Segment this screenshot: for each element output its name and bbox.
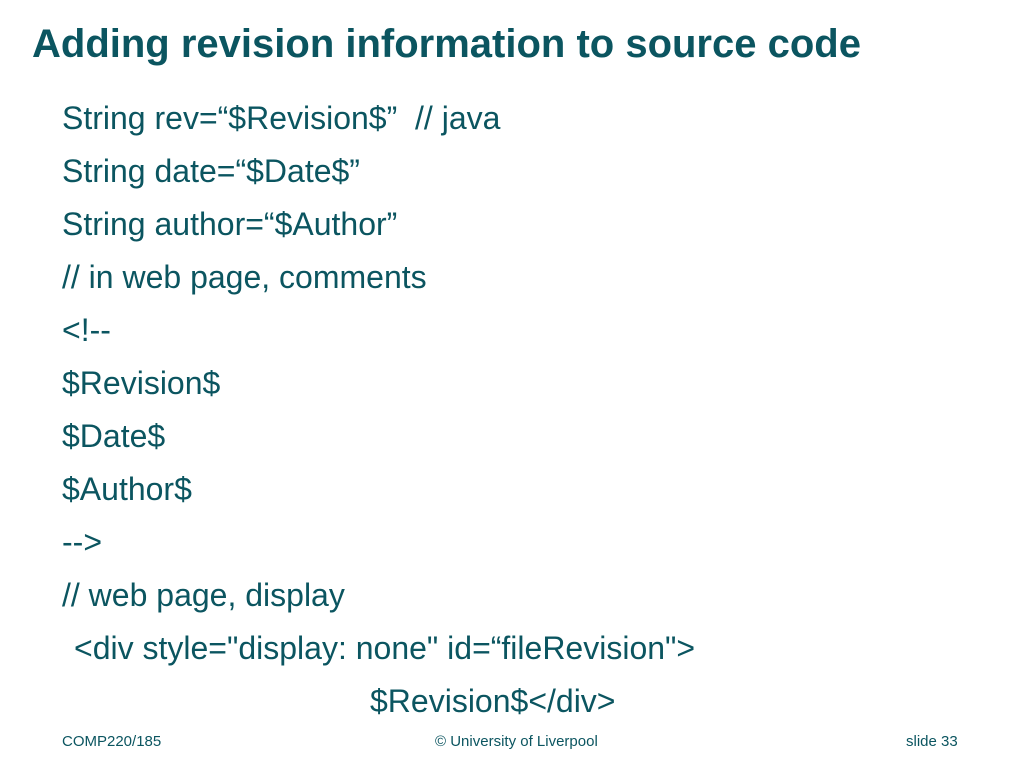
code-line-web-comment-heading: // in web page, comments: [62, 259, 427, 295]
code-line-java-date: String date=“$Date$”: [62, 153, 360, 189]
code-line-java-rev: String rev=“$Revision$” // java: [62, 100, 501, 136]
code-line-revision: $Revision$: [62, 365, 221, 401]
footer-slide-number: slide 33: [906, 733, 958, 750]
code-line-web-display-heading: // web page, display: [62, 577, 345, 613]
code-line-div-open: <div style="display: none" id=“fileRevis…: [74, 630, 696, 666]
footer-copyright: © University of Liverpool: [435, 733, 598, 750]
code-line-comment-close: -->: [62, 524, 102, 560]
code-line-java-author: String author=“$Author”: [62, 206, 398, 242]
footer-course-code: COMP220/185: [62, 733, 162, 750]
code-line-comment-open: <!--: [62, 312, 111, 348]
code-block: String rev=“$Revision$” // java String d…: [62, 92, 962, 728]
code-line-date: $Date$: [62, 418, 166, 454]
code-line-div-close: $Revision$</div>: [370, 683, 616, 719]
code-line-author: $Author$: [62, 471, 192, 507]
slide-title: Adding revision information to source co…: [32, 22, 861, 66]
